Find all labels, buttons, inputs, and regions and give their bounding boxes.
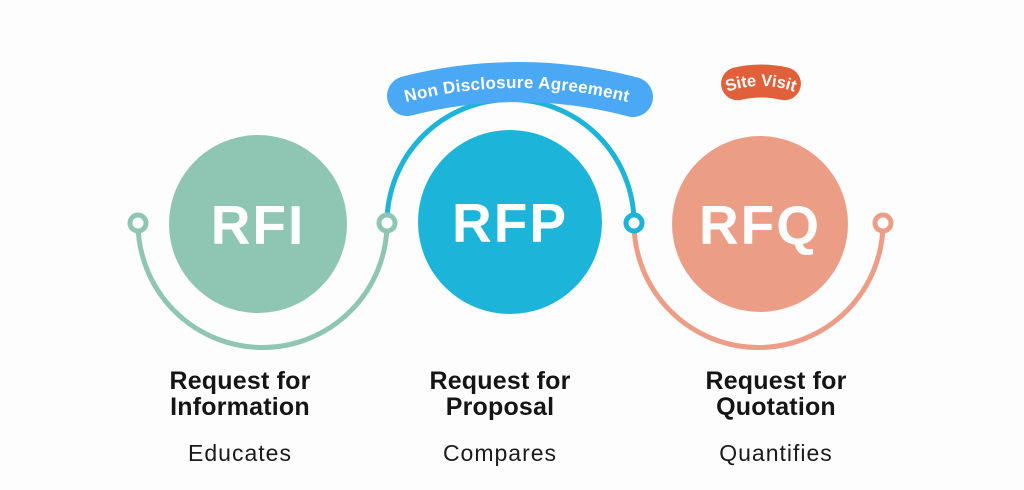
rfp-subtitle: Compares (442, 440, 558, 466)
rfq-ring-arc (631, 222, 886, 350)
nda-badge (387, 62, 653, 117)
rfq-title: Request for Quotation (656, 368, 896, 420)
rfq-abbr-label: RFQ (699, 194, 821, 256)
rfp-title: Request for Proposal (380, 368, 620, 420)
rfq-title-line2: Quotation (716, 393, 836, 421)
rfp-abbr-label: RFP (452, 192, 568, 254)
connector-dot-1 (127, 212, 149, 234)
connector-dot-2 (376, 212, 398, 234)
rfi-title: Request for Information (120, 368, 360, 420)
rfi-title-line1: Request for (169, 367, 311, 395)
rfi-abbr-label: RFI (211, 194, 306, 256)
connector-dot-4 (872, 212, 894, 234)
rfp-label-block: Request for Proposal Compares (380, 368, 620, 467)
site-visit-badge-label: Site Visit (723, 72, 799, 96)
rfp-circle (418, 130, 602, 314)
rfq-label-block: Request for Quotation Quantifies (656, 368, 896, 467)
rfi-label-block: Request for Information Educates (120, 368, 360, 467)
rfq-circle (672, 136, 848, 312)
rfp-title-line2: Proposal (445, 393, 555, 421)
rfi-title-line2: Information (170, 393, 310, 421)
rfq-subtitle: Quantifies (719, 440, 833, 466)
rfp-title-line1: Request for (429, 367, 571, 395)
rfi-circle (169, 135, 347, 313)
rfi-subtitle: Educates (188, 440, 292, 466)
rfi-ring-arc (135, 222, 390, 350)
connector-dot-3 (623, 212, 645, 234)
site-visit-badge (721, 64, 801, 101)
rfq-title-line1: Request for (705, 367, 847, 395)
